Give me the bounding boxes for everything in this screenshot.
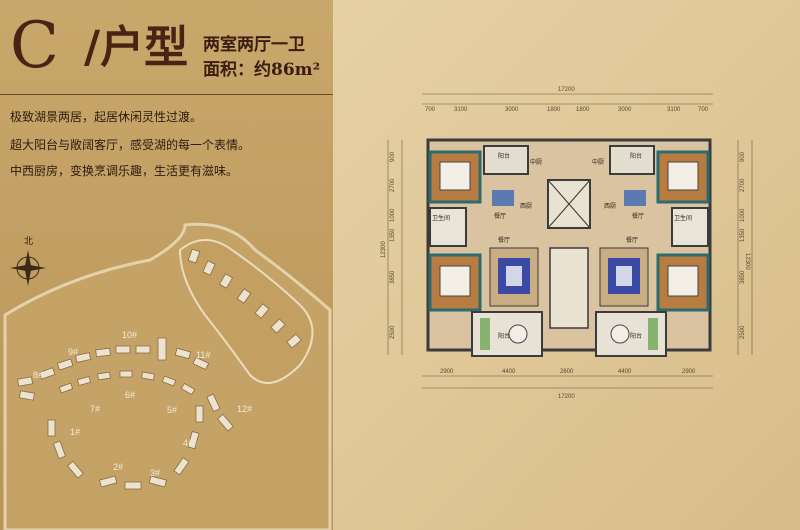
dimension-lines [387,93,753,389]
bedroom-right-bottom [656,253,710,312]
room-bath-right: 卫生间 [674,214,692,222]
dim-right-0: 900 [740,151,746,162]
label-8: 8# [33,370,43,380]
dim-bottom-0: 2900 [440,369,454,375]
kitchen-left [483,145,529,175]
dim-right-4: 3850 [740,270,746,284]
dim-top-6: 3100 [667,107,681,113]
room-kitchen-c-left: 中厨 [530,158,542,166]
dim-right-1: 2700 [740,178,746,192]
dim-right-5: 2500 [740,325,746,339]
dimension-labels: 17200 700 3100 3000 1800 1800 3000 3100 … [381,87,750,400]
dim-bottom-1: 4400 [502,369,516,375]
dim-right-2: 1000 [740,208,746,222]
bedroom-left-bottom [428,253,482,312]
dim-top-0: 700 [425,107,436,113]
dim-total-left: 12300 [381,241,387,258]
room-balcony-top-right: 阳台 [630,152,642,160]
label-12: 12# [237,404,252,414]
description-line-2: 超大阳台与敞阔客厅，感受湖的每一个表情。 [10,138,251,152]
dim-top-4: 1800 [576,107,590,113]
label-9: 9# [68,347,78,357]
room-balcony-bottom-left: 阳台 [498,332,510,340]
room-kitchen-c-right: 中厨 [592,158,604,166]
dim-top-7: 700 [698,107,709,113]
room-balcony-top-left: 阳台 [498,152,510,160]
dim-total-top: 17200 [558,87,575,93]
label-10: 10# [122,330,137,340]
dim-total-right: 12300 [744,253,750,270]
room-dining-right-1: 餐厅 [632,212,644,220]
room-kitchen-w-left: 西厨 [520,203,532,210]
layout-name: 两室两厅一卫 [203,35,305,55]
dim-left-0: 900 [390,151,396,162]
dim-left-3: 1350 [390,228,396,242]
dim-bottom-3: 4400 [618,369,632,375]
room-kitchen-w-right: 西厨 [604,203,616,210]
label-6: 6# [125,390,135,400]
dim-left-5: 2500 [390,325,396,339]
floor-plan: 17200 700 3100 3000 1800 1800 3000 3100 … [381,87,753,400]
dim-total-bottom: 17200 [558,394,575,400]
label-2: 2# [113,462,123,472]
description-line-1: 极致湖景两居，起居休闲灵性过渡。 [10,110,203,124]
type-suffix: /户型 [84,22,189,73]
dim-bottom-2: 2600 [560,369,574,375]
dim-right-3: 1350 [740,228,746,242]
label-7: 7# [90,404,100,414]
label-1: 1# [70,427,80,437]
bath-left [429,207,467,247]
plan-body [426,138,712,357]
compass: 北 [10,236,46,286]
label-5: 5# [167,405,177,415]
type-letter: C [10,9,59,83]
kitchen-right [609,145,655,175]
room-dining-left-1: 餐厅 [494,212,506,220]
dim-left-4: 3850 [390,270,396,284]
site-plan: 北 1# 2# 3# 4# 5# 6# 7# 8# 9# 10# 11# 12# [3,222,332,530]
dim-left-1: 2700 [390,178,396,192]
room-labels: 阳台 阳台 中厨 中厨 西厨 西厨 餐厅 餐厅 餐厅 餐厅 卫生间 卫生间 阳台… [432,152,692,340]
dim-top-5: 3000 [618,107,632,113]
dim-left-2: 1000 [390,208,396,222]
compass-north-label: 北 [24,236,33,247]
label-4: 4# [183,438,193,448]
bath-right [671,207,709,247]
room-dining-right-2: 餐厅 [626,236,638,244]
room-dining-left-2: 餐厅 [498,236,510,244]
dim-bottom-4: 2900 [682,369,696,375]
dim-top-2: 3000 [505,107,519,113]
dim-top-1: 3100 [454,107,468,113]
label-3: 3# [150,468,160,478]
area-text: 面积：约86m² [203,60,321,80]
bedroom-right-top [656,150,710,204]
divider-line [0,94,333,95]
dim-top-3: 1800 [547,107,561,113]
room-bath-left: 卫生间 [432,214,450,222]
buildings [17,248,302,490]
room-balcony-bottom-right: 阳台 [630,332,642,340]
description-line-3: 中西厨房，变换烹调乐趣，生活更有滋味。 [10,164,239,178]
stairs [549,247,589,329]
peninsula [178,239,314,384]
label-11: 11# [196,350,210,360]
building-labels: 1# 2# 3# 4# 5# 6# 7# 8# 9# 10# 11# 12# [33,330,252,478]
